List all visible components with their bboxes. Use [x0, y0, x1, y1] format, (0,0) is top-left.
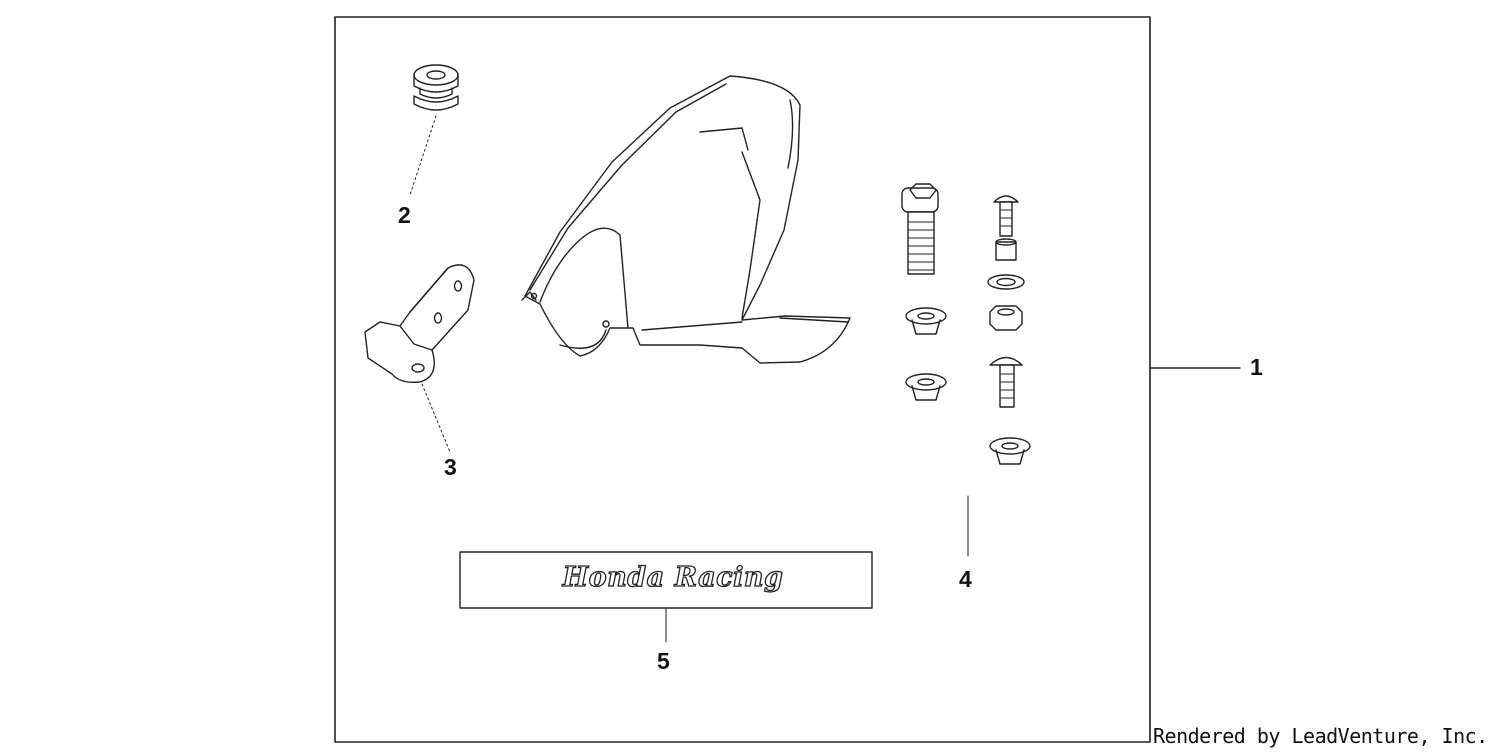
- rubber-grommet: [409, 64, 459, 196]
- callout-2: 2: [398, 202, 411, 228]
- callout-5: 5: [657, 648, 670, 674]
- callout-4: 4: [959, 566, 972, 592]
- hardware-set: [901, 183, 1031, 557]
- kit-border: [334, 16, 1151, 743]
- render-credit: Rendered by LeadVenture, Inc.: [1153, 724, 1488, 748]
- decal: [459, 551, 873, 643]
- callout-3: 3: [444, 454, 457, 480]
- callout-1: 1: [1250, 354, 1263, 380]
- rear-fender: [521, 75, 851, 364]
- mounting-bracket: [364, 264, 475, 453]
- decal-text: Honda Racing: [562, 561, 784, 593]
